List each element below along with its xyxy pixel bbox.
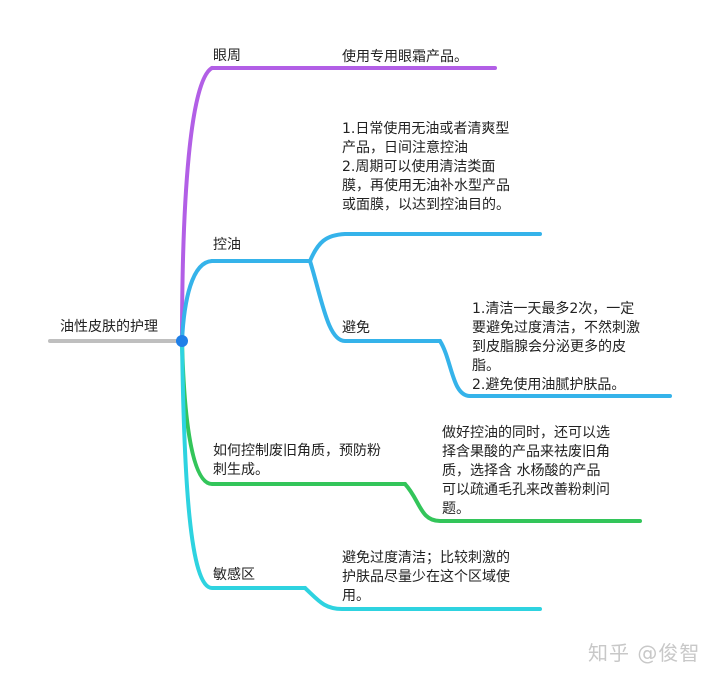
- zhihu-watermark: 知乎 @俊智: [588, 641, 701, 665]
- eye-detail: 使用专用眼霜产品。: [342, 49, 468, 65]
- keratin-label: 如何控制废旧角质，预防粉 刺生成。: [213, 443, 381, 478]
- sensitive-detail: 避免过度清洁；比较刺激的 护肤品尽量少在这个区域使 用。: [342, 550, 510, 604]
- eye-label: 眼周: [213, 48, 241, 64]
- sensitive-branch-curve: [180, 339, 307, 590]
- sensitive-label: 敏感区: [213, 567, 255, 583]
- avoid-detail-curve: [438, 339, 672, 398]
- oil-detail-curve: [308, 232, 542, 263]
- avoid-label: 避免: [342, 320, 370, 336]
- keratin-detail-curve: [403, 482, 642, 523]
- keratin-detail: 做好控油的同时，还可以选 择含果酸的产品来祛废旧角 质，选择含 水杨酸的产品 可…: [442, 425, 610, 517]
- root-node-dot: [176, 335, 188, 347]
- avoid-branch-curve: [308, 259, 442, 343]
- avoid-detail: 1.清洁一天最多2次，一定 要避免过度清洁，不然刺激 到皮脂腺会分泌更多的皮 脂…: [472, 301, 640, 393]
- eye-branch-curve: [180, 66, 214, 343]
- sensitive-detail-curve: [303, 586, 542, 611]
- oil-branch-curve: [180, 259, 214, 343]
- oil-detail: 1.日常使用无油或者清爽型 产品，日间注意控油 2.周期可以使用清洁类面 膜，再…: [342, 121, 510, 213]
- root-label: 油性皮肤的护理: [60, 319, 158, 335]
- oil-label: 控油: [213, 237, 241, 253]
